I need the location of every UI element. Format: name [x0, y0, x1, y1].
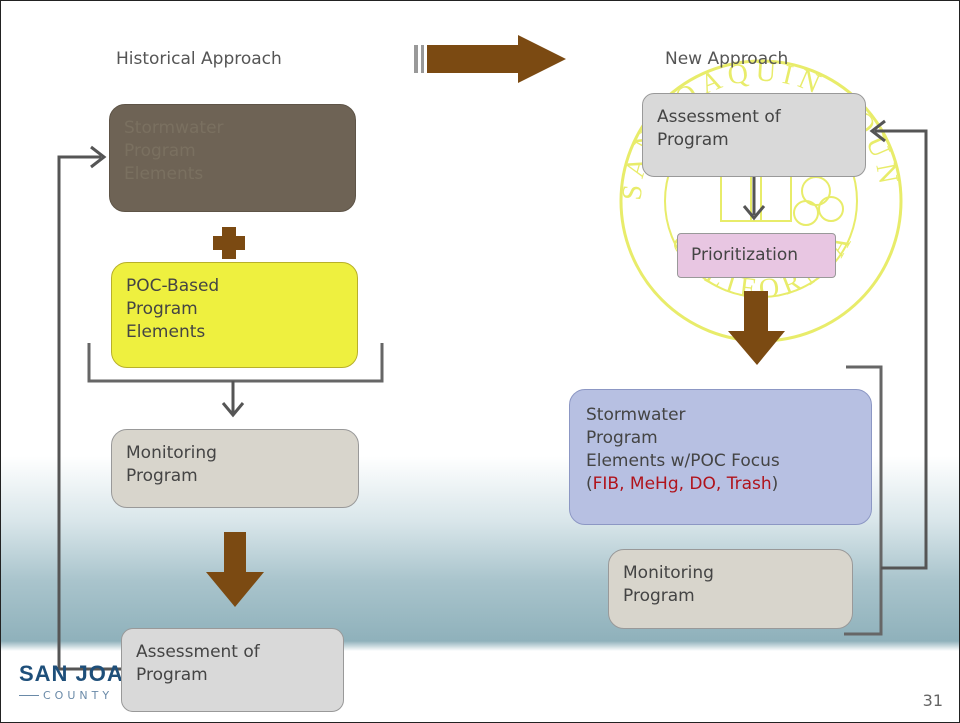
- feedback-loop-right: [875, 129, 928, 570]
- logo-main-text: SAN JOAQUIN: [19, 661, 121, 686]
- box-line: Program: [124, 141, 196, 161]
- historical-bracket: [87, 343, 384, 383]
- monitoring-program-box-historical: Monitoring Program: [111, 429, 359, 508]
- box-line: Assessment of: [136, 642, 260, 662]
- county-logo: SAN JOAQUIN COUNTY: [19, 661, 121, 721]
- box-line: Program: [623, 586, 695, 606]
- stormwater-program-box: Stormwater Program Elements: [109, 104, 356, 212]
- transition-arrow: [414, 35, 566, 83]
- box-line: Program: [657, 130, 729, 150]
- monitoring-program-box-new: Monitoring Program: [608, 549, 853, 629]
- historical-down-arrow: [206, 532, 264, 607]
- logo-sub-text: COUNTY: [43, 689, 114, 702]
- stormwater-poc-focus-box: Stormwater Program Elements w/POC Focus …: [569, 389, 872, 525]
- box-line: Program: [126, 466, 198, 486]
- assessment-box-new: Assessment of Program: [642, 93, 866, 177]
- down-arrow-icon: [221, 402, 245, 418]
- new-down-arrow: [728, 291, 785, 365]
- assessment-box-historical: Assessment of Program: [121, 628, 344, 712]
- down-arrow-icon: [742, 205, 766, 221]
- poc-based-box: POC-Based Program Elements: [111, 262, 358, 368]
- box-line: Program: [586, 428, 658, 448]
- box-line: Stormwater: [586, 405, 686, 425]
- box-line: Assessment of: [657, 107, 781, 127]
- prioritization-box: Prioritization: [677, 233, 836, 278]
- historical-heading: Historical Approach: [116, 49, 282, 69]
- box-line: Monitoring: [126, 443, 217, 463]
- box-line: Stormwater: [124, 118, 224, 138]
- page-number: 31: [922, 691, 943, 710]
- box-line: Monitoring: [623, 563, 714, 583]
- box-line: Program: [136, 665, 208, 685]
- box-line: POC-Based: [126, 276, 220, 296]
- new-heading: New Approach: [665, 49, 789, 69]
- box-line: Elements: [126, 322, 206, 342]
- right-arrow-icon: [90, 145, 107, 169]
- feedback-loop-left: [57, 155, 121, 671]
- poc-list-line: (FIB, MeHg, DO, Trash): [586, 474, 779, 494]
- new-bracket: [844, 365, 883, 636]
- left-arrow-icon: [869, 119, 886, 143]
- box-line: Elements w/POC Focus: [586, 451, 780, 471]
- box-line: Elements: [124, 164, 204, 184]
- box-line: Program: [126, 299, 198, 319]
- poc-list: FIB, MeHg, DO, Trash: [592, 474, 772, 494]
- box-line: Prioritization: [691, 245, 799, 265]
- plus-icon: [213, 227, 245, 259]
